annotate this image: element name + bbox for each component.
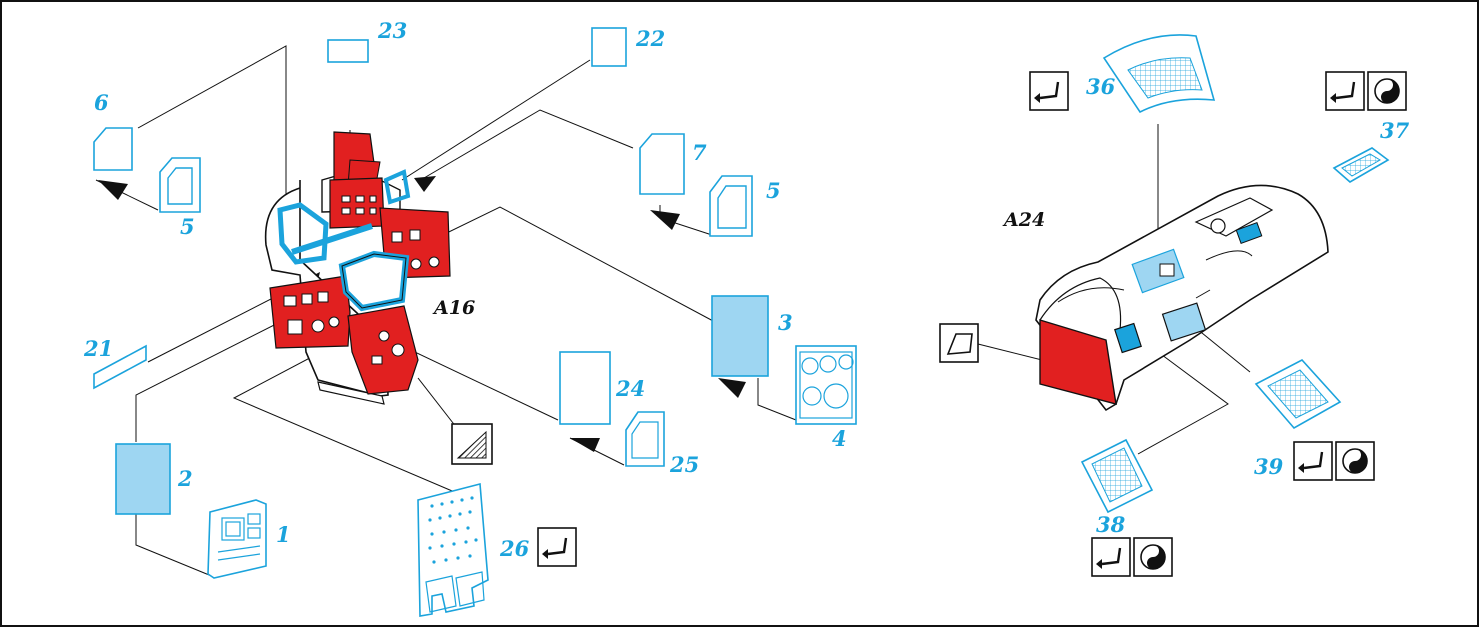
part-24: 24 [559,351,645,425]
part-22: 22 [591,26,665,67]
label-4: 4 [832,426,847,451]
bend-icon [1293,441,1333,481]
yin-yang-icon [1335,441,1375,481]
assembly-label-a24: A24 [1002,209,1045,231]
label-21: 21 [83,336,113,361]
label-5-right: 5 [766,178,781,203]
label-7: 7 [692,140,707,165]
label-6: 6 [94,90,109,115]
part-6: 6 [93,90,133,171]
bend-icon [1091,537,1131,577]
label-23: 23 [377,18,407,43]
part-3: 3 [711,295,793,377]
part-36: 36 [1086,34,1216,114]
label-25: 25 [669,452,699,477]
label-39: 39 [1254,454,1284,479]
cockpit-tub [264,131,451,405]
label-5-left: 5 [180,214,195,239]
part-38: 38 [1080,438,1154,537]
part-25: 25 [625,411,699,477]
fuselage-section [1035,184,1329,412]
label-3: 3 [778,310,793,335]
part-39: 39 [1254,359,1342,479]
bend-icon [1325,71,1365,111]
part-1: 1 [207,499,291,579]
assembly-a16: 6 5 23 22 7 5 3 [83,18,857,617]
label-37: 37 [1380,118,1410,143]
label-1: 1 [276,522,291,547]
bend-icon [1029,71,1069,111]
part-5-right: 5 [709,175,781,237]
flat-plate-icon [939,323,979,363]
label-2: 2 [177,466,193,491]
label-22: 22 [635,26,665,51]
label-24: 24 [615,376,645,401]
label-36: 36 [1086,74,1116,99]
assembly-label-a16: A16 [432,297,475,319]
texture-icon [451,423,493,465]
yin-yang-icon [1133,537,1173,577]
assembly-a24: 36 37 38 39 [939,34,1410,577]
part-7: 7 [639,133,707,195]
label-26: 26 [499,536,530,561]
label-38: 38 [1096,512,1126,537]
part-23: 23 [327,18,407,63]
bend-icon [537,527,577,567]
part-21: 21 [83,336,147,390]
yin-yang-icon [1367,71,1407,111]
part-2: 2 [115,443,193,515]
part-5-left: 5 [159,157,201,239]
part-37: 37 [1332,118,1410,183]
part-4: 4 [795,345,857,451]
part-26: 26 [417,482,530,617]
